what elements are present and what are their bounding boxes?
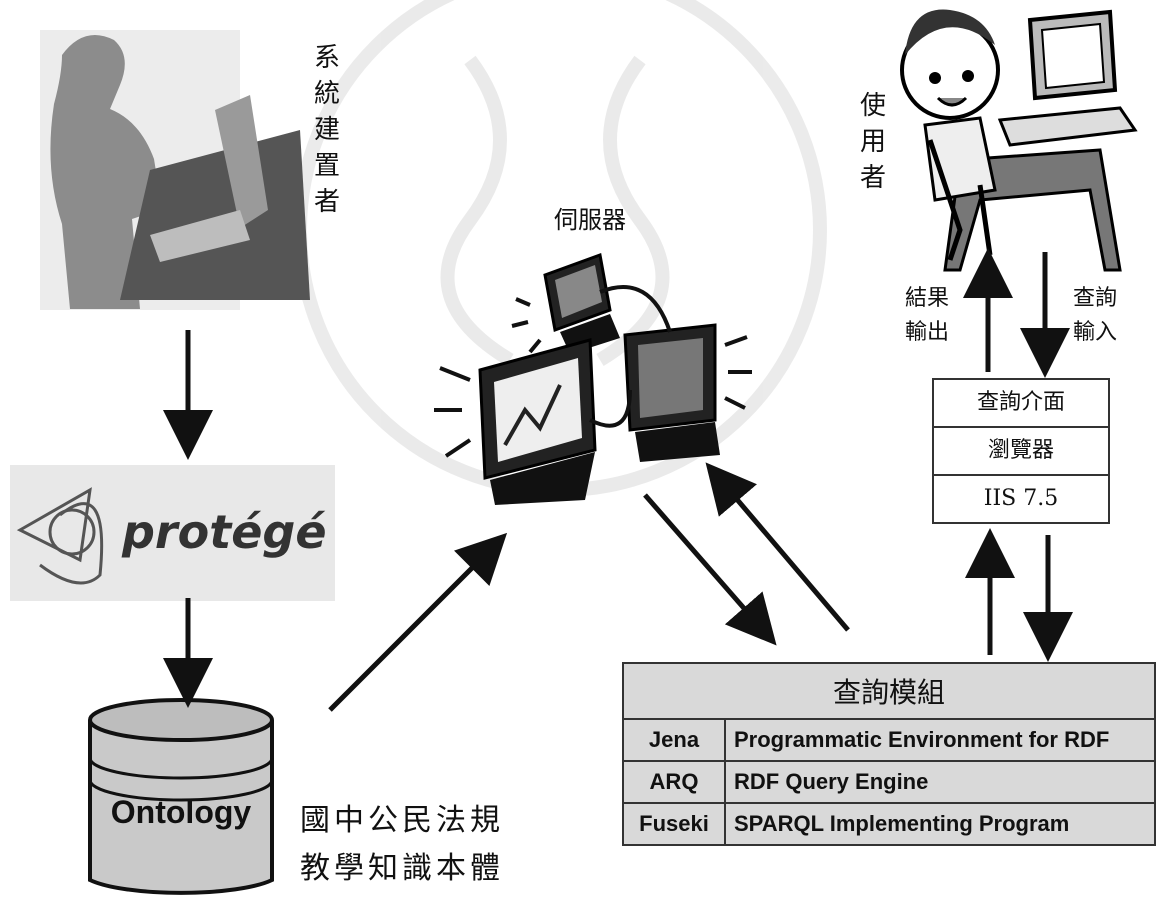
result-output-line2: 輸出 — [905, 320, 950, 345]
query-module-title: 查詢模組 — [622, 662, 1156, 720]
query-module-table: 查詢模組 Jena Programmatic Environment for R… — [622, 662, 1156, 846]
ontology-caption-line2: 教學知識本體 — [300, 851, 504, 886]
user-illustration — [900, 9, 1138, 272]
module-name: Jena — [622, 718, 726, 762]
table-row: ARQ RDF Query Engine — [622, 760, 1156, 804]
ontology-label: Ontology — [110, 794, 252, 830]
module-desc: RDF Query Engine — [724, 760, 1156, 804]
client-stack: 查詢介面 瀏覽器 IIS 7.5 — [932, 378, 1110, 524]
arrow-module-to-server — [705, 462, 850, 632]
server-monitor-top — [511, 252, 620, 354]
server-monitor-right — [623, 323, 752, 462]
stack-layer-browser: 瀏覽器 — [934, 428, 1108, 476]
table-row: Fuseki SPARQL Implementing Program — [622, 802, 1156, 846]
flow-arrows — [163, 248, 1073, 712]
server-illustration — [434, 252, 752, 505]
builder-label: 系統建置者 — [313, 43, 340, 217]
module-desc: Programmatic Environment for RDF — [724, 718, 1156, 762]
server-monitor-left — [434, 338, 597, 505]
table-row: Jena Programmatic Environment for RDF — [622, 718, 1156, 762]
arrow-server-to-module — [643, 493, 777, 646]
module-name: Fuseki — [622, 802, 726, 846]
module-name: ARQ — [622, 760, 726, 804]
builder-illustration — [40, 30, 310, 310]
result-output-line1: 結果 — [905, 286, 950, 311]
module-desc: SPARQL Implementing Program — [724, 802, 1156, 846]
stack-layer-iis: IIS 7.5 — [983, 486, 1059, 511]
user-label: 使用者 — [859, 91, 886, 193]
ontology-database — [88, 698, 274, 895]
query-input-line2: 輸入 — [1073, 320, 1118, 345]
server-label: 伺服器 — [554, 206, 626, 234]
query-input-line1: 查詢 — [1073, 286, 1118, 311]
ontology-caption-line1: 國中公民法規 — [300, 803, 504, 838]
result-output-label: 結果 輸出 — [905, 282, 949, 350]
protege-logo-panel — [10, 465, 335, 601]
arrow-ontology-to-server — [328, 532, 508, 712]
stack-layer-query-interface: 查詢介面 — [934, 380, 1108, 428]
query-input-label: 查詢 輸入 — [1073, 282, 1117, 350]
protege-logo-text: protégé — [122, 505, 327, 559]
